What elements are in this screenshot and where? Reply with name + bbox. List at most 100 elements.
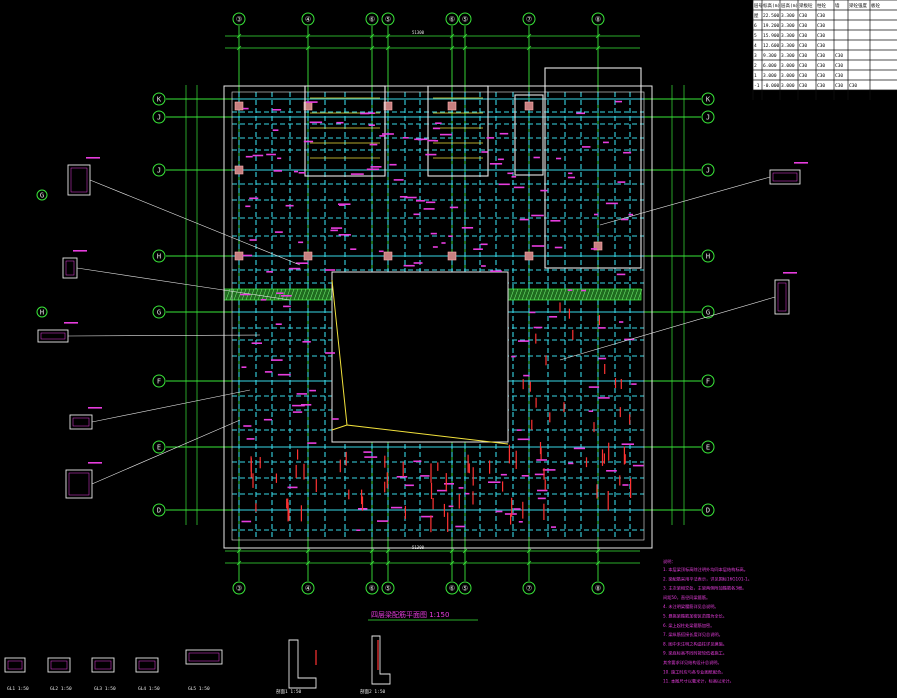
rebar-label [338,203,351,205]
rebar-label [283,305,291,308]
detail-label [73,250,87,252]
structural-column [303,251,313,261]
axis-bubble-top [522,12,536,26]
rebar-label [243,425,252,427]
rebar-label [285,204,294,207]
rebar-label [413,262,423,264]
table-cell: 墙 [835,2,840,9]
rebar-label [455,525,465,528]
hatch-line [549,288,555,301]
rebar-label [582,146,591,148]
hatch-line [609,288,615,301]
table-cell: C30 [799,33,807,39]
rebar-label [271,359,283,361]
axis-label-top: ⑥ [369,16,375,24]
axis-bubble-bottom [365,581,379,595]
axis-bubble-bottom [301,581,315,595]
wall-section-label: 剖面2 1:50 [360,688,386,695]
rebar-label [489,163,503,165]
axis-bubble-right [701,503,715,517]
rebar-label [588,410,594,412]
dimension-tick [526,45,532,51]
rebar-label [272,129,279,131]
table-cell: C30 [817,53,825,59]
table-cell: 9.300 [763,53,777,59]
rebar-label [243,107,249,110]
rebar-label [518,340,530,342]
axis-bubble-top [301,12,315,26]
dimension-tick [305,33,311,39]
rebar-label [556,157,562,160]
rebar-label [399,196,408,198]
dimension-tick [369,45,375,51]
rebar-label [350,248,357,250]
rebar-label [615,100,622,103]
rebar-label [263,418,272,421]
rebar-label [277,373,291,376]
rebar-label [241,520,252,523]
table-cell: 4 [754,43,757,49]
bottom-detail-box [4,657,26,673]
axis-label-top: ③ [236,16,242,24]
axis-bubble-left [152,92,166,106]
rebar-label [537,497,546,500]
rebar-label [621,218,629,221]
rebar-label [621,443,634,445]
hatch-line [637,288,643,301]
dimension-tick [595,45,601,51]
axis-label-top: ④ [305,16,311,24]
rebar-label [366,112,375,114]
rebar-label [302,341,311,343]
rebar-label [549,316,558,318]
rebar-label [273,170,282,172]
rebar-label [437,489,448,492]
rebar-label [391,506,403,509]
structural-column [383,101,393,111]
rebar-label [486,137,495,139]
rebar-label [252,154,264,157]
section-detail-box [67,164,91,196]
axis-bubble-bottom [591,581,605,595]
rebar-label [360,112,370,115]
table-cell: 3.000 [781,63,795,69]
hatch-line [569,288,575,301]
table-cell: C30 [817,73,825,79]
leader-line [89,179,301,266]
rebar-label [605,202,618,205]
rebar-label [517,438,530,441]
rebar-label [581,289,586,292]
rebar-label [631,383,637,385]
rebar-label [413,213,420,216]
hatch-line [261,288,267,301]
rebar-label [292,404,305,407]
leader-line [91,389,251,423]
table-cell: C30 [849,93,857,99]
rebar-label [301,404,312,406]
axis-bubble-top [591,12,605,26]
hatch-line [525,288,531,301]
note-line: 间距50，直径同梁箍筋。 [663,594,710,601]
rebar-label [576,112,585,115]
axis-bubble-right [701,110,715,124]
dimension-tick [305,45,311,51]
hatch-line [297,288,303,301]
hatch-line [305,288,311,301]
rebar-label [616,273,626,276]
rebar-outline [40,332,66,340]
rebar-label [427,139,436,142]
axis-label-right: F [706,378,710,386]
hatch-line [573,288,579,301]
hatch-line [589,288,595,301]
rebar-label [500,473,507,476]
rebar-label [377,520,389,522]
wall-outline [223,67,653,549]
rebar-label [249,239,257,241]
rebar-label [537,489,548,492]
note-line: 3. 主次梁相交处，主梁两侧附加箍筋各3根。 [663,585,746,592]
rebar-outline [138,660,156,670]
note-line: 5. 悬挑梁箍筋加密区范围为全长。 [663,613,727,620]
rebar-label [416,200,425,202]
rebar-label [551,526,556,528]
dimension-tick [369,33,375,39]
structural-column [524,251,534,261]
